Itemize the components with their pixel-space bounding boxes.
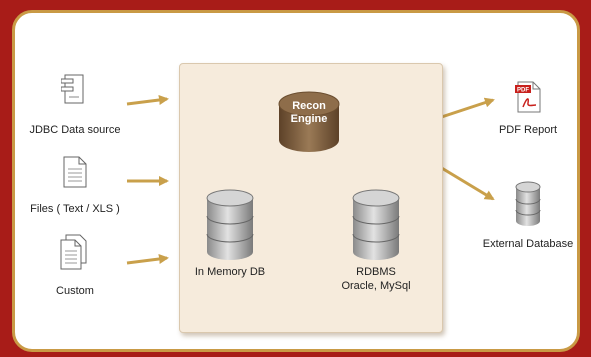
source-label-jdbc: JDBC Data source bbox=[29, 124, 121, 136]
diagram-card: JDBC Data source Files ( Text / XLS ) Cu… bbox=[12, 10, 580, 352]
output-label-pdf: PDF Report bbox=[498, 124, 558, 136]
pdf-icon: PDF bbox=[515, 81, 541, 113]
documents-icon bbox=[60, 234, 87, 270]
arrow-jdbc bbox=[126, 95, 169, 106]
store-label-inmemory: In Memory DB bbox=[194, 266, 266, 278]
store-label-rdbms-vendors: Oracle, MySql bbox=[341, 280, 411, 292]
store-label-rdbms: RDBMS bbox=[356, 266, 396, 278]
pdf-badge: PDF bbox=[517, 88, 529, 94]
source-label-custom: Custom bbox=[56, 285, 94, 297]
database-icon bbox=[515, 181, 541, 226]
server-icon bbox=[61, 74, 84, 104]
rdbms-db-icon bbox=[352, 189, 400, 260]
source-label-files: Files ( Text / XLS ) bbox=[30, 203, 120, 215]
document-icon bbox=[63, 156, 87, 188]
in-memory-db-icon bbox=[206, 189, 254, 260]
arrow-custom bbox=[126, 254, 169, 265]
output-label-external-db: External Database bbox=[482, 238, 574, 250]
recon-engine-icon bbox=[278, 91, 340, 152]
engine-label-line2: Engine bbox=[290, 113, 328, 125]
engine-label-line1: Recon bbox=[292, 100, 326, 112]
